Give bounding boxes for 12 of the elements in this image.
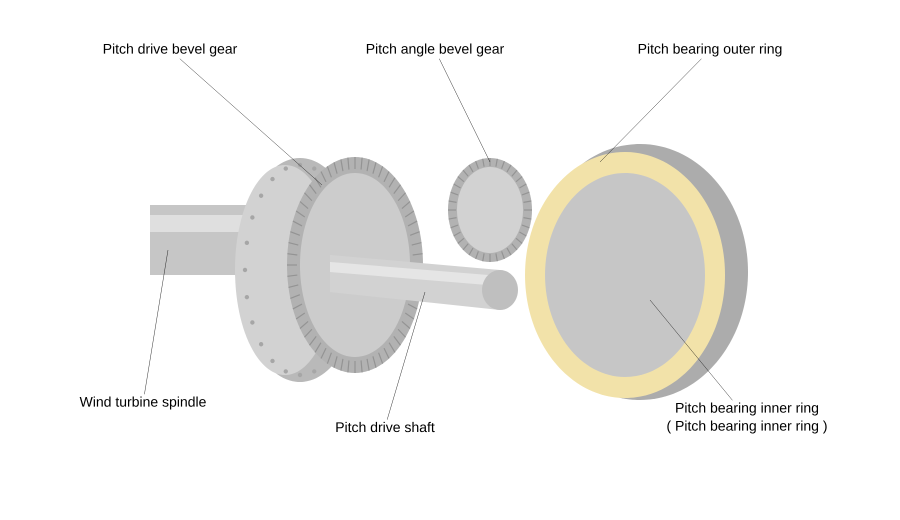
callout-label: Pitch angle bevel gear — [366, 43, 504, 57]
leader-line — [600, 58, 702, 162]
leader-line — [650, 300, 733, 400]
callout-label: Pitch bearing outer ring — [638, 43, 782, 57]
leader-line — [180, 58, 322, 186]
callout-label: Pitch drive shaft — [336, 422, 435, 432]
callout-label: Pitch bearing inner ring ( Pitch bearing inner ring ) — [667, 402, 827, 434]
callout-label: Wind turbine spindle — [80, 396, 206, 410]
leader-line — [439, 58, 490, 162]
leader-line — [144, 250, 168, 394]
callout-label: Pitch drive bevel gear — [104, 43, 238, 57]
leader-line — [386, 292, 426, 420]
